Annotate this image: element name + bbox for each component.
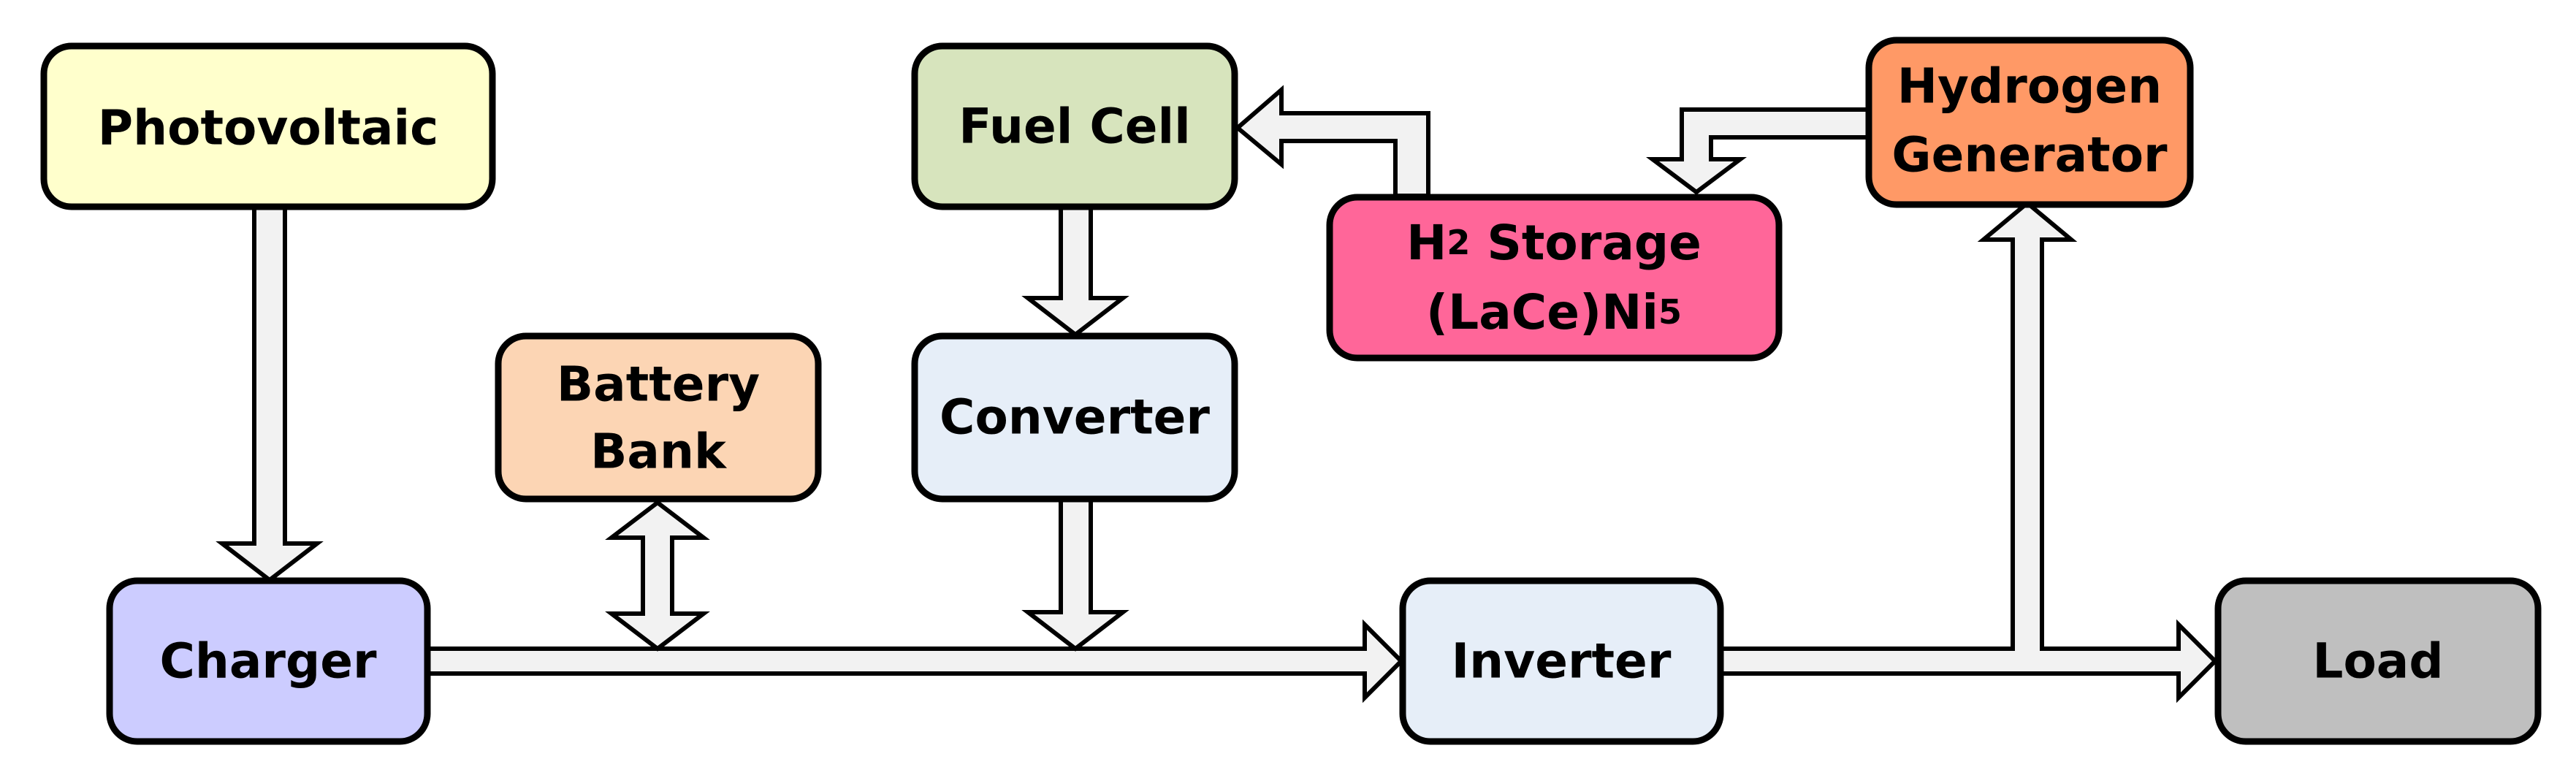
node-load: Load [2214,577,2542,745]
node-converter: Converter [911,332,1238,503]
hydrogen-generator-label-line1: Hydrogen [1897,58,2162,115]
arrow-converter-to-bus [1021,497,1129,652]
node-h2-storage: H2 Storage (LaCe)Ni5 [1326,194,1783,362]
h2-storage-label: H2 Storage [1406,215,1702,271]
arrow-inverter-to-load-and-generator [1718,200,2219,703]
node-charger: Charger [106,577,431,745]
arrow-photovoltaic-to-charger [216,205,324,583]
node-photovoltaic: Photovoltaic [40,42,496,210]
fuel-cell-label: Fuel Cell [959,99,1191,155]
h2-storage-formula: (LaCe)Ni5 [1426,284,1682,340]
photovoltaic-label: Photovoltaic [98,100,438,156]
converter-label: Converter [940,389,1210,446]
hydrogen-generator-label-line2: Generator [1891,127,2168,183]
arrow-charger-to-inverter [425,619,1405,703]
arrow-storage-to-fuelcell [1234,85,1430,198]
arrow-battery-bidirectional [605,500,710,652]
load-label: Load [2312,633,2443,690]
node-inverter: Inverter [1399,577,1724,745]
arrow-generator-to-storage [1646,107,1871,195]
node-battery-bank: Battery Bank [495,332,822,503]
node-hydrogen-generator: Hydrogen Generator [1865,37,2194,208]
arrow-fuelcell-to-converter [1021,205,1129,337]
inverter-label: Inverter [1452,633,1672,690]
charger-label: Charger [159,633,377,690]
battery-bank-label-line2: Bank [590,424,728,480]
node-fuel-cell: Fuel Cell [911,42,1238,210]
battery-bank-label-line1: Battery [557,356,760,413]
